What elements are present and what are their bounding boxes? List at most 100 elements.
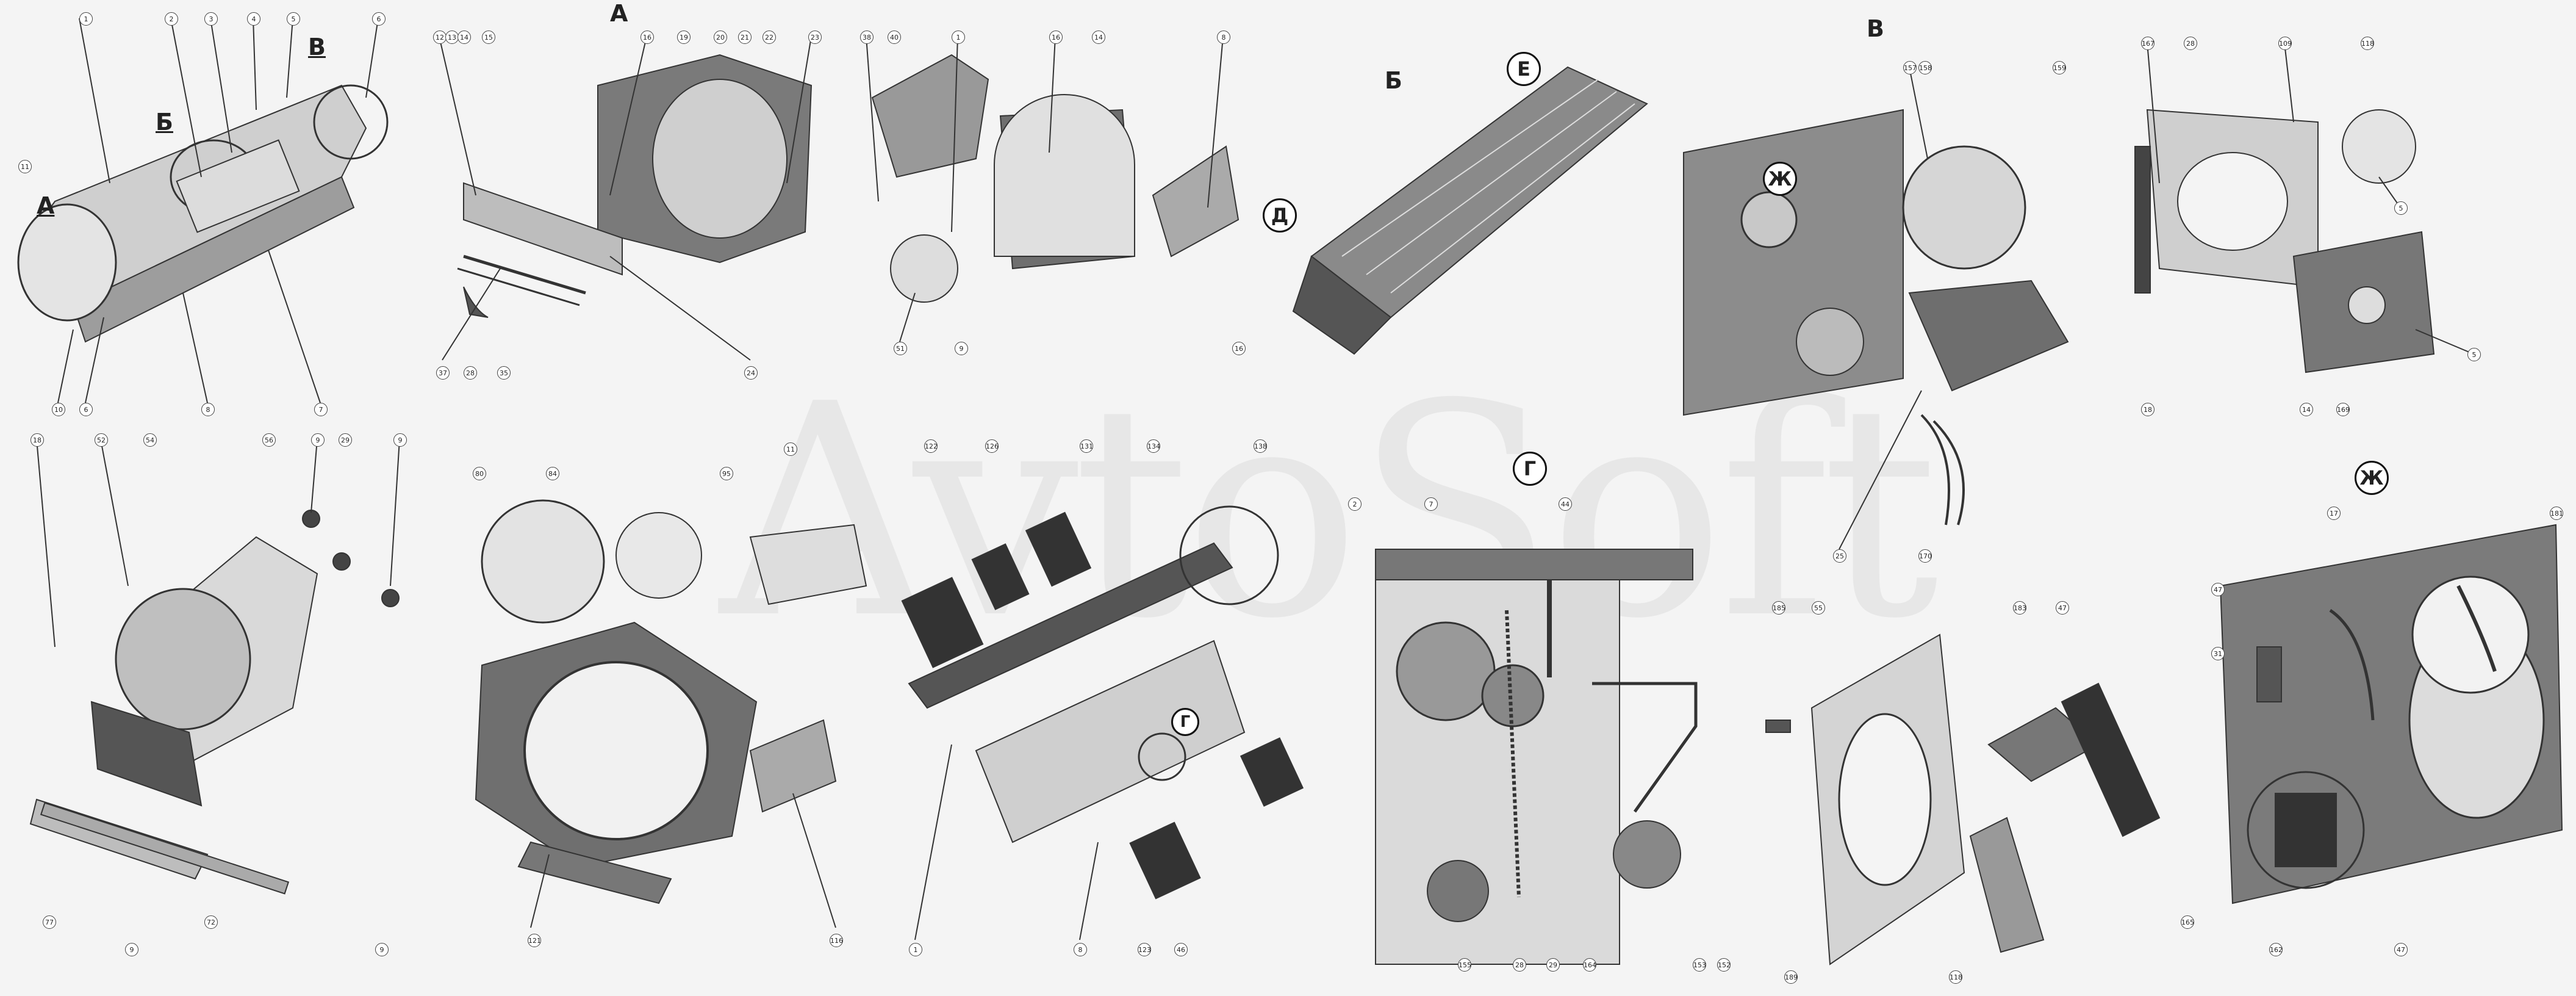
part-callout-2: 2 bbox=[165, 12, 178, 26]
part-callout-54: 54 bbox=[143, 433, 157, 447]
part-callout-46: 46 bbox=[1174, 943, 1188, 956]
part-callout-5: 5 bbox=[2394, 201, 2408, 215]
part-callout-95: 95 bbox=[720, 467, 733, 480]
part-callout-11: 11 bbox=[18, 160, 32, 173]
thresher-housing-assembly bbox=[17, 18, 389, 403]
part-callout-14: 14 bbox=[2300, 403, 2313, 416]
part-callout-19: 19 bbox=[677, 31, 691, 44]
part-callout-122: 122 bbox=[924, 439, 938, 453]
callout-letter-v: В bbox=[308, 34, 326, 60]
part-callout-25: 25 bbox=[1833, 549, 1846, 563]
part-callout-1: 1 bbox=[952, 31, 965, 44]
part-callout-72: 72 bbox=[204, 915, 218, 929]
part-callout-24: 24 bbox=[744, 366, 758, 380]
part-callout-123: 123 bbox=[1138, 943, 1151, 956]
part-callout-8: 8 bbox=[201, 403, 215, 416]
part-callout-2: 2 bbox=[1348, 497, 1362, 511]
part-callout-16: 16 bbox=[640, 31, 654, 44]
part-callout-6: 6 bbox=[79, 403, 93, 416]
part-callout-9: 9 bbox=[375, 943, 389, 956]
feeder-cone-assembly bbox=[29, 439, 400, 895]
circled-label-d: Д bbox=[1263, 198, 1297, 233]
part-callout-1: 1 bbox=[909, 943, 922, 956]
callout-letter-b: Б bbox=[156, 109, 173, 135]
part-callout-35: 35 bbox=[497, 366, 511, 380]
rotor-drive-assembly bbox=[1683, 67, 2069, 550]
part-callout-131: 131 bbox=[1080, 439, 1093, 453]
part-callout-4: 4 bbox=[247, 12, 260, 26]
part-callout-183: 183 bbox=[2013, 601, 2026, 615]
part-callout-164: 164 bbox=[1583, 958, 1596, 972]
part-callout-138: 138 bbox=[1254, 439, 1267, 453]
part-callout-9: 9 bbox=[125, 943, 138, 956]
part-callout-28: 28 bbox=[464, 366, 477, 380]
part-callout-12: 12 bbox=[433, 31, 447, 44]
part-callout-29: 29 bbox=[339, 433, 352, 447]
part-callout-80: 80 bbox=[473, 467, 486, 480]
part-callout-126: 126 bbox=[985, 439, 999, 453]
part-callout-121: 121 bbox=[528, 934, 541, 947]
part-callout-52: 52 bbox=[95, 433, 108, 447]
part-callout-47: 47 bbox=[2056, 601, 2069, 615]
circled-label-g-1: Г bbox=[1513, 452, 1547, 486]
part-callout-169: 169 bbox=[2336, 403, 2350, 416]
part-callout-116: 116 bbox=[830, 934, 843, 947]
part-callout-3: 3 bbox=[204, 12, 218, 26]
part-callout-8: 8 bbox=[1217, 31, 1230, 44]
part-callout-38: 38 bbox=[860, 31, 874, 44]
part-callout-9: 9 bbox=[393, 433, 407, 447]
part-callout-1: 1 bbox=[79, 12, 93, 26]
part-callout-18: 18 bbox=[30, 433, 44, 447]
part-callout-7: 7 bbox=[1424, 497, 1438, 511]
section-label-v: В bbox=[1867, 15, 1884, 42]
circled-label-e: Е bbox=[1507, 52, 1541, 86]
part-callout-11: 11 bbox=[784, 442, 797, 456]
part-callout-118: 118 bbox=[1949, 970, 1962, 984]
circled-label-zh-2: Ж bbox=[2355, 461, 2389, 495]
part-callout-162: 162 bbox=[2269, 943, 2283, 956]
part-callout-134: 134 bbox=[1147, 439, 1160, 453]
circled-label-zh-1: Ж bbox=[1763, 162, 1797, 196]
part-callout-18: 18 bbox=[2141, 403, 2154, 416]
part-callout-44: 44 bbox=[1559, 497, 1572, 511]
part-callout-16: 16 bbox=[1049, 31, 1063, 44]
part-callout-6: 6 bbox=[372, 12, 386, 26]
part-callout-21: 21 bbox=[738, 31, 752, 44]
beater-ring-assembly bbox=[475, 499, 867, 928]
part-callout-47: 47 bbox=[2211, 583, 2225, 596]
part-callout-165: 165 bbox=[2181, 915, 2194, 929]
part-callout-152: 152 bbox=[1717, 958, 1731, 972]
chain-drive-assembly bbox=[1375, 549, 1698, 965]
part-callout-118: 118 bbox=[2361, 37, 2374, 50]
part-callout-181: 181 bbox=[2550, 507, 2563, 520]
hydraulic-block-assembly bbox=[2219, 524, 2563, 904]
part-callout-51: 51 bbox=[894, 342, 907, 355]
part-callout-155: 155 bbox=[1458, 958, 1471, 972]
part-callout-37: 37 bbox=[436, 366, 450, 380]
part-callout-22: 22 bbox=[762, 31, 776, 44]
part-callout-158: 158 bbox=[1918, 61, 1932, 74]
part-callout-5: 5 bbox=[287, 12, 300, 26]
separator-grate-assembly bbox=[901, 505, 1304, 940]
section-label-a: А bbox=[610, 0, 628, 27]
part-callout-20: 20 bbox=[714, 31, 727, 44]
part-callout-189: 189 bbox=[1784, 970, 1798, 984]
part-callout-17: 17 bbox=[2327, 507, 2341, 520]
part-callout-23: 23 bbox=[808, 31, 822, 44]
part-callout-153: 153 bbox=[1693, 958, 1706, 972]
part-callout-9: 9 bbox=[311, 433, 325, 447]
part-callout-159: 159 bbox=[2053, 61, 2066, 74]
part-callout-185: 185 bbox=[1772, 601, 1785, 615]
part-callout-47: 47 bbox=[2394, 943, 2408, 956]
part-callout-15: 15 bbox=[482, 31, 495, 44]
part-callout-14: 14 bbox=[1092, 31, 1105, 44]
part-callout-77: 77 bbox=[43, 915, 56, 929]
section-label-b: Б bbox=[1385, 67, 1402, 94]
part-callout-9: 9 bbox=[955, 342, 968, 355]
part-callout-7: 7 bbox=[314, 403, 328, 416]
beater-cover-assembly bbox=[866, 36, 1240, 342]
callout-letter-a: А bbox=[37, 192, 55, 219]
part-callout-28: 28 bbox=[2184, 37, 2197, 50]
part-callout-55: 55 bbox=[1812, 601, 1825, 615]
